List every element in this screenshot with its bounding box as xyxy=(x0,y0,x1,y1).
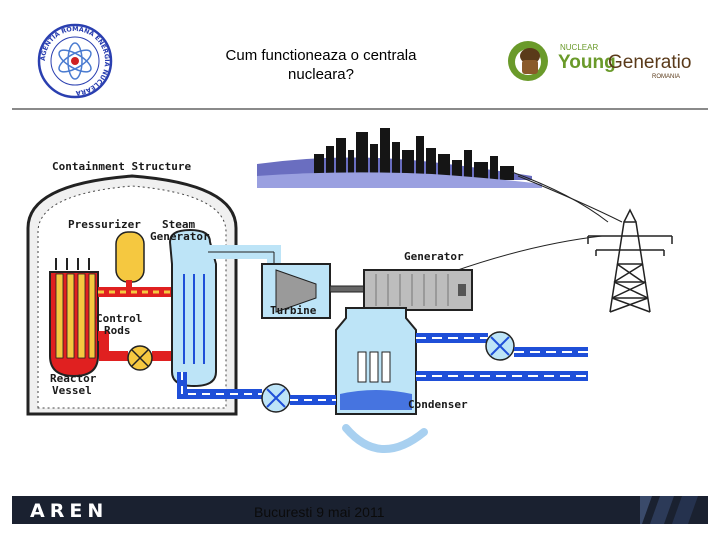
footer-date-text: Bucuresti 9 mai 2011 xyxy=(254,504,385,520)
label-vessel: Vessel xyxy=(52,384,92,397)
label-rods: Rods xyxy=(104,324,131,337)
footer-brand-logo: AREN xyxy=(30,500,109,522)
label-steam-generator: Generator xyxy=(150,230,210,243)
pressurizer xyxy=(115,231,145,283)
reactor-vessel xyxy=(49,258,99,378)
footer-stripe xyxy=(640,496,698,524)
header-divider xyxy=(12,108,708,110)
svg-text:Young: Young xyxy=(558,52,616,73)
title-line-1: Cum functioneaza o centrala xyxy=(225,47,417,64)
svg-text:NUCLEAR: NUCLEAR xyxy=(560,43,598,52)
title-line-2: nucleara? xyxy=(288,66,354,83)
city-skyline xyxy=(257,128,542,188)
aren-seal-logo: AGENTIA ROMANA ENERGIA NUCLEARA xyxy=(37,23,113,99)
label-pressurizer: Pressurizer xyxy=(68,218,141,231)
label-turbine: Turbine xyxy=(270,304,317,317)
generator xyxy=(363,269,473,311)
svg-text:ROMANIA: ROMANIA xyxy=(652,74,680,80)
footer-bar xyxy=(12,496,708,524)
label-reactor: Reactor xyxy=(50,372,97,385)
page-title: Cum functioneaza o centrala nucleara? xyxy=(196,46,446,84)
svg-text:Generation: Generation xyxy=(608,52,692,73)
turbine xyxy=(261,263,331,319)
transmission-tower xyxy=(587,208,673,313)
condenser xyxy=(335,307,417,415)
label-generator: Generator xyxy=(404,250,464,263)
young-generation-logo: NUCLEAR Young Generation ROMANIA xyxy=(508,41,692,81)
label-containment-structure: Containment Structure xyxy=(52,160,191,173)
label-steam: Steam xyxy=(162,218,195,231)
nuclear-plant-diagram: Containment Structure Pressurizer Steam … xyxy=(12,124,686,434)
background-swirl xyxy=(342,424,428,453)
label-condenser: Condenser xyxy=(408,398,468,411)
label-control: Control xyxy=(96,312,142,325)
